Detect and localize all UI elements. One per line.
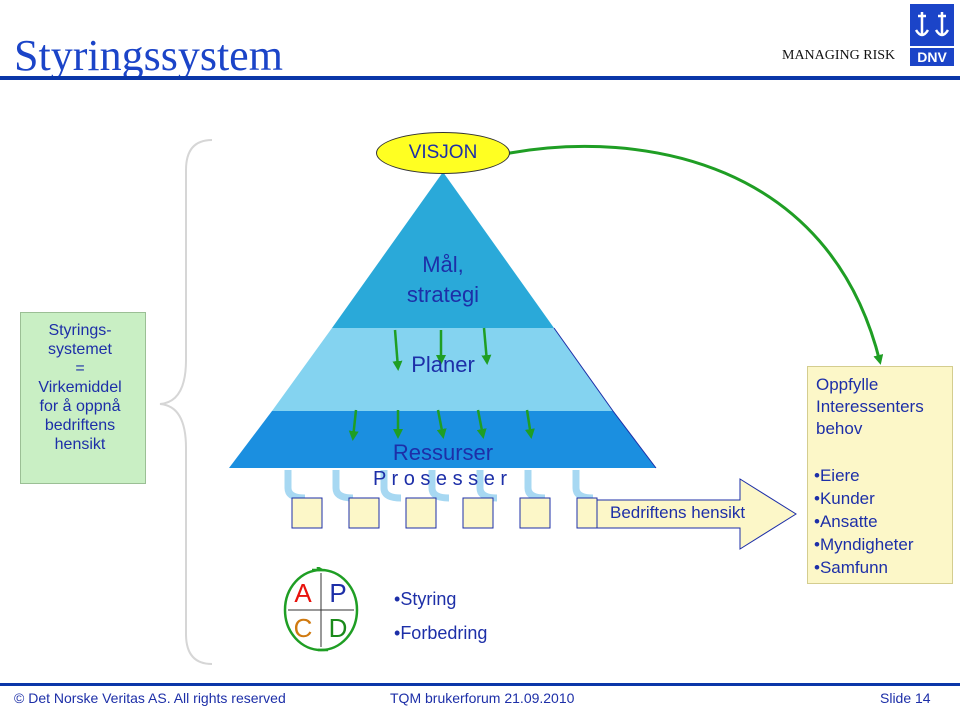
pyramid-level-3 [229,411,656,468]
pdca-bullets: Styring Forbedring [394,582,487,650]
list-item: Kunder [814,487,914,510]
list-item: Samfunn [814,556,914,579]
logo-text: DNV [917,49,947,65]
pdca-c: C [294,613,313,643]
level-plans-label: Planer [411,352,475,377]
pdca-d: D [329,613,348,643]
pdca-cycle: A P C D [283,567,359,652]
header-rule [0,76,960,80]
footer-rule [0,683,960,686]
dnv-logo: DNV [910,4,954,66]
list-item: Forbedring [394,616,487,650]
brace [159,139,213,665]
footer-slide: Slide 14 [880,690,931,706]
level-processes-label: P r o s e s s e r [372,468,508,490]
stakeholder-box: Oppfylle Interessenters behov Eiere Kund… [807,366,953,584]
tagline: MANAGING RISK [782,48,896,63]
pyramid-level-1 [332,172,554,328]
list-item: Styring [394,582,487,616]
level-goals-label: Mål, strategi [406,252,480,307]
left-definition-box: Styrings- systemet = Virkemiddel for å o… [20,312,146,484]
stakeholder-list: Eiere Kunder Ansatte Myndigheter Samfunn [814,464,914,579]
pdca-a: A [294,578,312,608]
arrow-label: Bedriftens hensikt [610,503,746,522]
list-item: Eiere [814,464,914,487]
vision-arrow [502,144,884,365]
list-item: Myndigheter [814,533,914,556]
page-title: Styringssystem [14,31,283,80]
visjon-ellipse: VISJON [376,132,510,174]
level-resources-label: Ressurser [392,440,494,465]
footer-copyright: © Det Norske Veritas AS. All rights rese… [14,690,286,706]
big-arrow [595,478,797,550]
list-item: Ansatte [814,510,914,533]
pdca-p: P [329,578,346,608]
footer-event: TQM brukerforum 21.09.2010 [390,690,575,706]
